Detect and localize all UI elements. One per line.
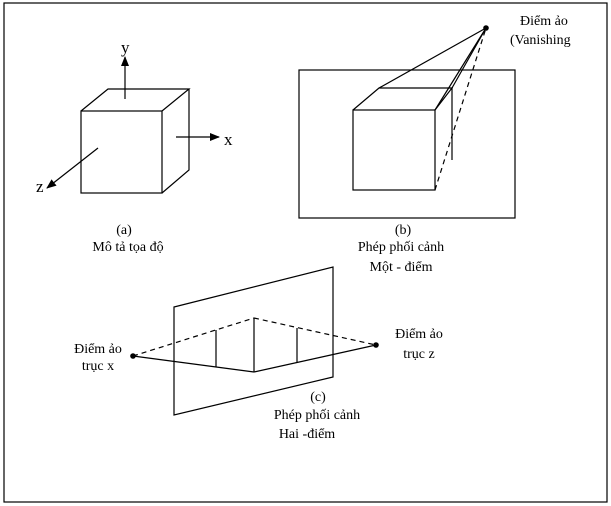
projection-plane — [298, 69, 516, 219]
cube-top-face — [80, 88, 191, 112]
vanishing-point-x-label-2: trục x — [82, 359, 114, 374]
cube-front-face — [352, 109, 436, 191]
projector-left-top — [132, 317, 255, 357]
cube-top-face — [352, 87, 454, 111]
vanishing-point-label-2: (Vanishing — [510, 33, 571, 48]
z-axis-arrow — [46, 147, 99, 189]
figure-frame — [3, 2, 608, 503]
z-axis-label: z — [36, 177, 44, 196]
projector-line-dashed — [434, 27, 487, 191]
projector-right-top — [253, 317, 377, 346]
panel-a-letter: (a) — [116, 223, 132, 238]
panel-b-one-point-perspective — [298, 25, 516, 219]
panel-c-letter: (c) — [310, 390, 326, 405]
vanishing-point-x — [130, 353, 136, 359]
panel-c-caption-2: Hai -điểm — [279, 427, 335, 442]
vanishing-point — [483, 25, 489, 31]
projector-line-3 — [434, 27, 487, 111]
cube-side-face — [161, 89, 190, 194]
panel-c-two-point-perspective — [130, 266, 379, 416]
panel-a-caption: Mô tả tọa độ — [92, 240, 163, 255]
y-axis-label: y — [121, 38, 130, 57]
panel-b-caption-1: Phép phối cảnh — [358, 240, 444, 255]
projector-line-1 — [378, 27, 487, 89]
cube-front-face — [80, 110, 163, 194]
projector-right-bottom — [253, 344, 377, 373]
vanishing-point-z — [373, 342, 379, 348]
vanishing-point-z-label-1: Điểm ảo — [395, 327, 443, 342]
panel-b-letter: (b) — [395, 223, 412, 238]
vanishing-point-x-label-1: Điểm ảo — [74, 342, 122, 357]
panel-b-caption-2: Một - điểm — [370, 260, 433, 275]
panel-a-coordinate-cube — [46, 56, 220, 194]
vanishing-point-z-label-2: trục z — [403, 347, 434, 362]
vanishing-point-label-1: Điểm ảo — [520, 14, 568, 29]
x-axis-label: x — [224, 130, 233, 149]
panel-c-caption-1: Phép phối cảnh — [274, 408, 360, 423]
projector-left-bottom — [132, 355, 255, 373]
projection-plane — [173, 266, 334, 416]
